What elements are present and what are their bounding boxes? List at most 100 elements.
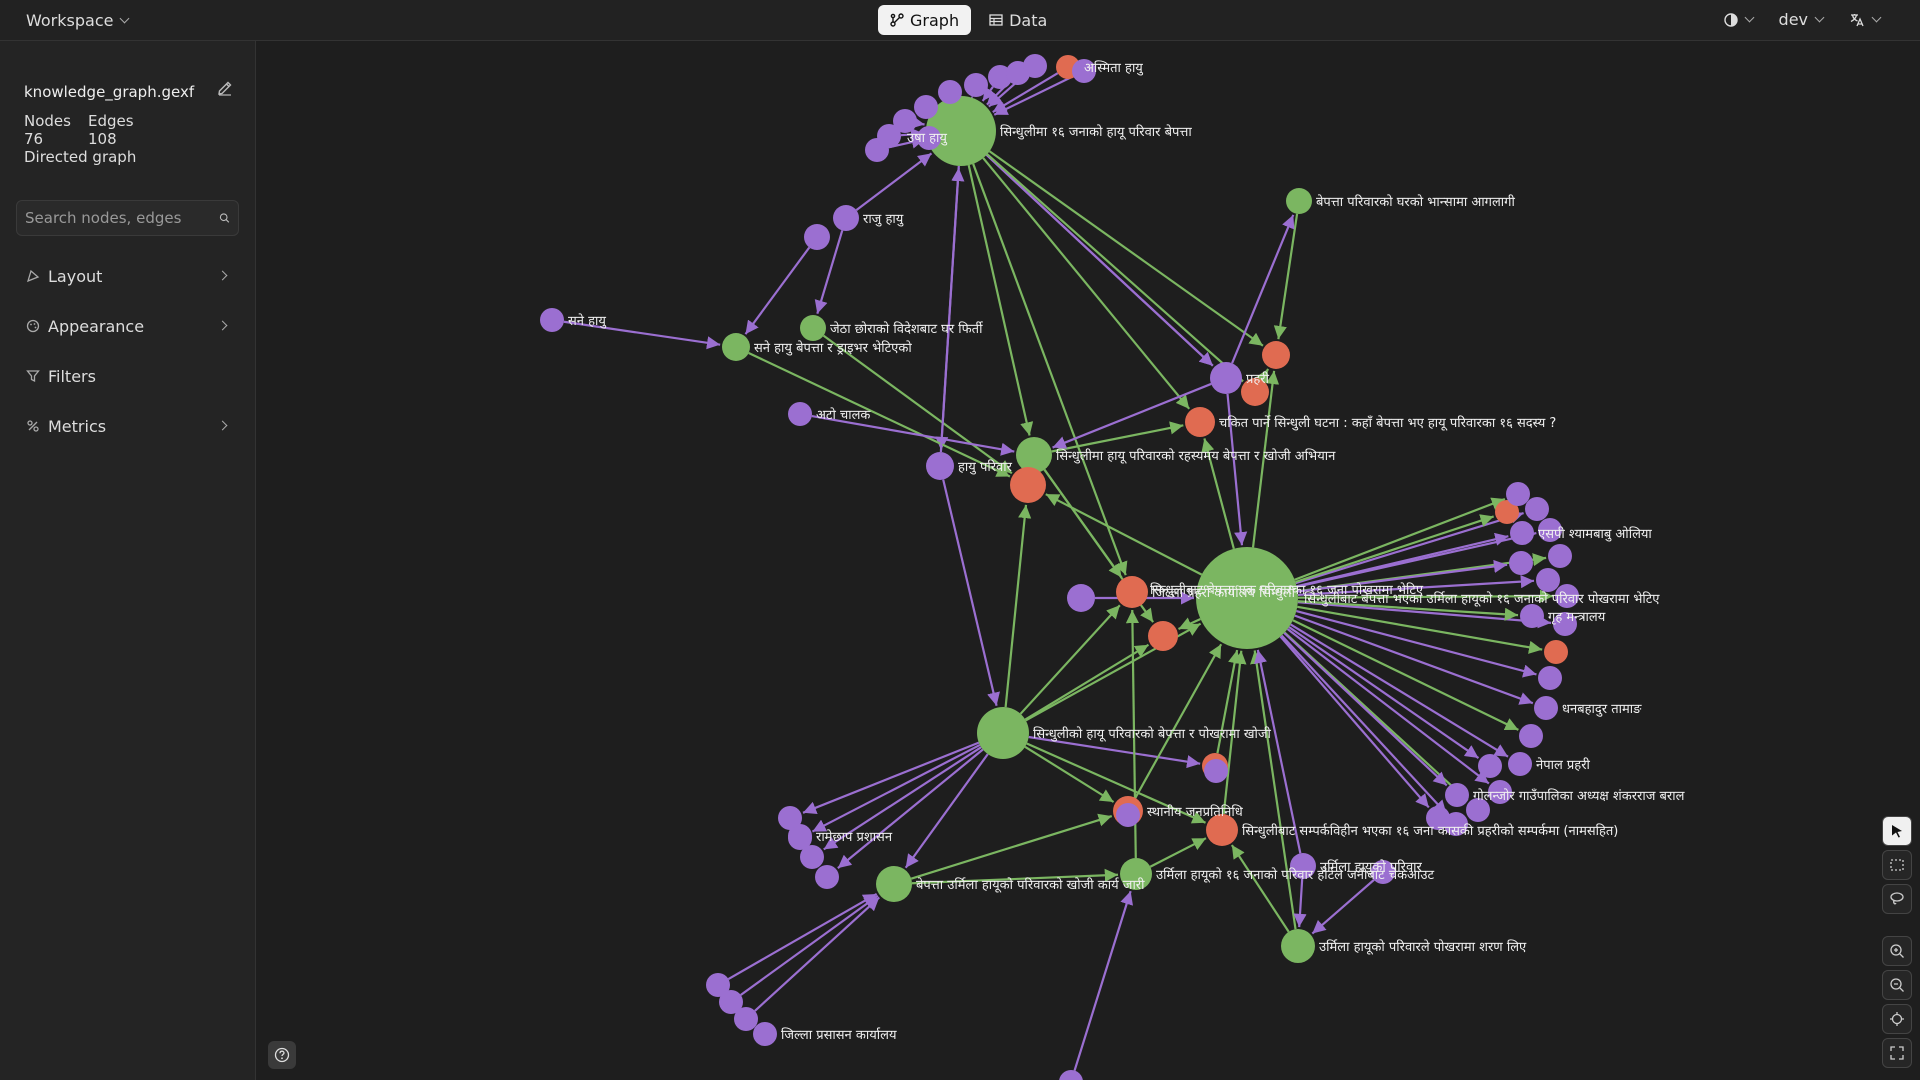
sidebar-item-filters[interactable]: Filters	[16, 351, 240, 401]
graph-edge[interactable]	[1286, 628, 1490, 785]
graph-edge[interactable]	[986, 153, 1244, 383]
graph-edge[interactable]	[1279, 635, 1430, 809]
graph-edge[interactable]	[985, 154, 1214, 367]
graph-node[interactable]	[1536, 568, 1560, 592]
graph-node[interactable]	[917, 126, 941, 150]
graph-node[interactable]	[1509, 551, 1533, 575]
graph-node[interactable]	[876, 866, 912, 902]
search-icon[interactable]	[219, 211, 230, 225]
graph-node[interactable]	[1538, 518, 1562, 542]
graph-node[interactable]	[1281, 929, 1315, 963]
graph-node[interactable]	[540, 308, 564, 332]
graph-node[interactable]	[800, 315, 826, 341]
graph-node[interactable]	[1204, 759, 1228, 783]
graph-edge[interactable]	[1290, 623, 1509, 758]
graph-node[interactable]	[1426, 806, 1450, 830]
graph-node[interactable]	[753, 1022, 777, 1046]
graph-edge[interactable]	[1004, 504, 1032, 708]
graph-node[interactable]	[1555, 584, 1579, 608]
graph-node[interactable]	[1262, 341, 1290, 369]
zoom-out-button[interactable]	[1882, 970, 1912, 1000]
graph-edge[interactable]	[942, 479, 1000, 707]
theme-toggle[interactable]	[1723, 12, 1754, 27]
graph-edge[interactable]	[911, 868, 1119, 885]
graph-node[interactable]	[1495, 500, 1519, 524]
graph-node[interactable]	[1116, 803, 1140, 827]
graph-edge[interactable]	[1250, 650, 1297, 930]
graph-edge[interactable]	[814, 230, 844, 314]
graph-edge[interactable]	[910, 813, 1113, 880]
graph-edge[interactable]	[992, 72, 1059, 113]
graph-edge[interactable]	[1052, 382, 1212, 449]
graph-edge[interactable]	[1026, 742, 1206, 824]
graph-node[interactable]	[1023, 54, 1047, 78]
graph-node[interactable]	[1445, 783, 1469, 807]
workspace-menu[interactable]: Workspace	[26, 11, 130, 30]
graph-edge[interactable]	[1201, 438, 1235, 550]
tab-data[interactable]: Data	[977, 5, 1059, 35]
graph-edge[interactable]	[1288, 626, 1480, 759]
graph-edge[interactable]	[1216, 649, 1242, 754]
graph-node[interactable]	[1538, 666, 1562, 690]
graph-edge[interactable]	[1273, 213, 1299, 340]
graph-node[interactable]	[1520, 604, 1544, 628]
graph-edge[interactable]	[822, 334, 1013, 475]
graph-node[interactable]	[1010, 467, 1046, 503]
graph-edge[interactable]	[837, 748, 984, 869]
graph-edge[interactable]	[910, 115, 925, 129]
graph-node[interactable]	[1185, 407, 1215, 437]
graph-node[interactable]	[804, 224, 830, 250]
graph-edge[interactable]	[1311, 879, 1375, 935]
graph-edge[interactable]	[754, 896, 880, 1012]
graph-edge[interactable]	[1028, 735, 1201, 769]
graph-edge[interactable]	[1073, 890, 1133, 1071]
graph-node[interactable]	[1534, 696, 1558, 720]
graph-edge[interactable]	[855, 152, 933, 212]
graph-edge[interactable]	[727, 893, 878, 980]
search-input[interactable]	[25, 209, 219, 227]
graph-edge[interactable]	[802, 741, 980, 815]
sidebar-item-metrics[interactable]: Metrics	[16, 401, 240, 451]
graph-edge[interactable]	[1297, 589, 1554, 603]
graph-edge[interactable]	[1297, 559, 1508, 593]
marquee-select-tool[interactable]	[1882, 850, 1912, 880]
select-tool[interactable]	[1882, 816, 1912, 846]
graph-node[interactable]	[1553, 612, 1577, 636]
graph-edge[interactable]	[1297, 605, 1543, 654]
graph-edge[interactable]	[1149, 837, 1207, 868]
graph-node[interactable]	[734, 1007, 758, 1031]
graph-edge[interactable]	[1297, 575, 1535, 597]
zoom-in-button[interactable]	[1882, 936, 1912, 966]
graph-node[interactable]	[1466, 798, 1490, 822]
graph-node[interactable]	[722, 333, 750, 361]
graph-edge[interactable]	[1051, 421, 1184, 453]
graph-node[interactable]	[1120, 858, 1152, 890]
graph-canvas[interactable]: सिन्धुलीबाट बेपत्ता एक परिवारका १६ जना प…	[256, 41, 1920, 1080]
language-menu[interactable]	[1849, 12, 1882, 28]
graph-node[interactable]	[800, 845, 824, 869]
graph-node[interactable]	[719, 990, 743, 1014]
graph-node[interactable]	[1072, 59, 1096, 83]
graph-edge[interactable]	[982, 157, 1191, 410]
graph-edge[interactable]	[1292, 619, 1519, 731]
graph-edge[interactable]	[811, 743, 981, 833]
graph-node[interactable]	[833, 205, 859, 231]
graph-edge[interactable]	[1222, 650, 1247, 815]
graph-edge[interactable]	[1296, 609, 1537, 678]
graph-node[interactable]	[1196, 547, 1298, 649]
graph-edge[interactable]	[1283, 632, 1448, 787]
graph-node[interactable]	[1371, 860, 1395, 884]
graph-node[interactable]	[914, 95, 938, 119]
graph-node[interactable]	[1116, 576, 1148, 608]
graph-node[interactable]	[877, 124, 901, 148]
sidebar-item-appearance[interactable]: Appearance	[16, 301, 240, 351]
graph-node[interactable]	[788, 402, 812, 426]
graph-node[interactable]	[1206, 814, 1238, 846]
graph-node[interactable]	[1506, 482, 1530, 506]
graph-edge[interactable]	[1045, 493, 1203, 576]
graph-node[interactable]	[988, 65, 1012, 89]
graph-edge[interactable]	[1295, 514, 1495, 584]
graph-edge[interactable]	[1226, 393, 1248, 546]
graph-node[interactable]	[1016, 437, 1052, 473]
graph-edge[interactable]	[972, 163, 1128, 576]
